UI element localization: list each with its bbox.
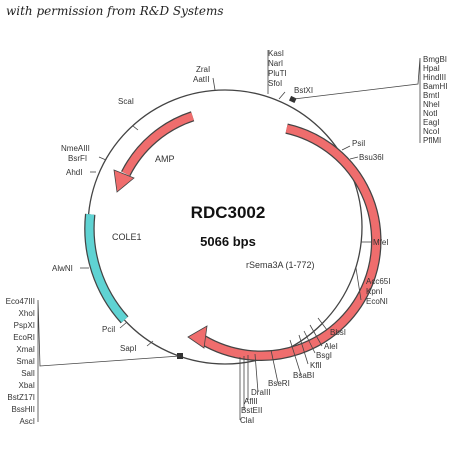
- plasmid-name: RDC3002: [191, 203, 266, 222]
- site-label-bbsi: BbsI: [330, 328, 346, 337]
- feature-label-cole1: COLE1: [112, 232, 142, 242]
- mcs-top-marker: [289, 95, 297, 103]
- site-label-bsabi: BsaBI: [293, 371, 314, 380]
- site-label-pluti: PluTI: [268, 69, 287, 78]
- site-label-acc65i: Acc65I: [366, 277, 390, 286]
- mcs-bottom-site: PspXI: [14, 321, 35, 330]
- mcs-top-site: NcoI: [423, 127, 439, 136]
- site-label-afiii: AflII: [244, 397, 258, 406]
- mcs-top-site: BamHI: [423, 82, 447, 91]
- mcs-bottom-site: XbaI: [19, 381, 35, 390]
- site-label-aatii: AatII: [193, 75, 209, 84]
- site-label-sapi: SapI: [120, 344, 136, 353]
- mcs-bottom-site: XhoI: [19, 309, 35, 318]
- plasmid-backbone: [87, 89, 363, 365]
- feature-label-insert: rSema3A (1-772): [246, 260, 315, 270]
- site-label-mfei: MfeI: [373, 238, 389, 247]
- mcs-bottom-site: AscI: [19, 417, 35, 426]
- mcs-top-site: BmgBI: [423, 55, 447, 64]
- site-label-bsu36i: Bsu36I: [359, 153, 384, 162]
- mcs-bottom-site: Eco47III: [6, 297, 35, 306]
- mcs-bottom-site: BstZ17I: [7, 393, 35, 402]
- site-label-draiii: DraIII: [251, 388, 271, 397]
- site-leader-lines: [80, 50, 372, 420]
- mcs-bottom-site: XmaI: [16, 345, 35, 354]
- site-label-nari: NarI: [268, 59, 283, 68]
- site-label-scai: ScaI: [118, 97, 134, 106]
- mcs-top-site: HpaI: [423, 64, 440, 73]
- site-label-ahdi: AhdI: [66, 168, 82, 177]
- mcs-bottom-site: BssHII: [11, 405, 35, 414]
- site-label-zrai: ZraI: [196, 65, 210, 74]
- mcs-top-site: NotI: [423, 109, 438, 118]
- site-label-econi: EcoNI: [366, 297, 388, 306]
- amp-arrow: [113, 111, 195, 193]
- site-label-clai: ClaI: [240, 416, 254, 425]
- site-label-kfli: KflI: [310, 361, 322, 370]
- mcs-top-site: EagI: [423, 118, 439, 127]
- site-label-alei: AleI: [324, 342, 338, 351]
- site-label-bsrfi: BsrFI: [68, 154, 87, 163]
- site-label-psii: PsiI: [352, 139, 365, 148]
- mcs-top-site: PflMI: [423, 136, 441, 145]
- site-label-sfoi: SfoI: [268, 79, 282, 88]
- site-label-bseri: BseRI: [268, 379, 290, 388]
- mcs-top-site: NheI: [423, 100, 440, 109]
- feature-label-amp: AMP: [155, 154, 175, 164]
- mcs-leader-lines: [37, 57, 421, 422]
- mcs-top-site: BmtI: [423, 91, 439, 100]
- mcs-top-list: BmgBI HpaI HindIII BamHI BmtI NheI NotI …: [423, 55, 447, 145]
- site-label-alwni: AlwNI: [52, 264, 73, 273]
- site-label-pcii: PciI: [102, 325, 115, 334]
- site-label-bsgi: BsgI: [316, 351, 332, 360]
- mcs-bottom-site: SmaI: [16, 357, 35, 366]
- mcs-bottom-list: Eco47III XhoI PspXI EcoRI XmaI SmaI SalI…: [6, 297, 35, 426]
- site-label-bstxi: BstXI: [294, 86, 313, 95]
- credit-text: with permission from R&D Systems: [6, 4, 224, 18]
- site-label-nmeaiii: NmeAIII: [61, 144, 90, 153]
- site-label-bsteii: BstEII: [241, 406, 262, 415]
- site-label-kpni: KpnI: [366, 287, 382, 296]
- cole1-band: [85, 213, 128, 323]
- site-label-kasi: KasI: [268, 49, 284, 58]
- mcs-top-site: HindIII: [423, 73, 446, 82]
- mcs-bottom-site: EcoRI: [13, 333, 35, 342]
- mcs-bottom-site: SalI: [21, 369, 35, 378]
- insert-arrow: [187, 123, 382, 362]
- plasmid-size: 5066 bps: [200, 234, 256, 249]
